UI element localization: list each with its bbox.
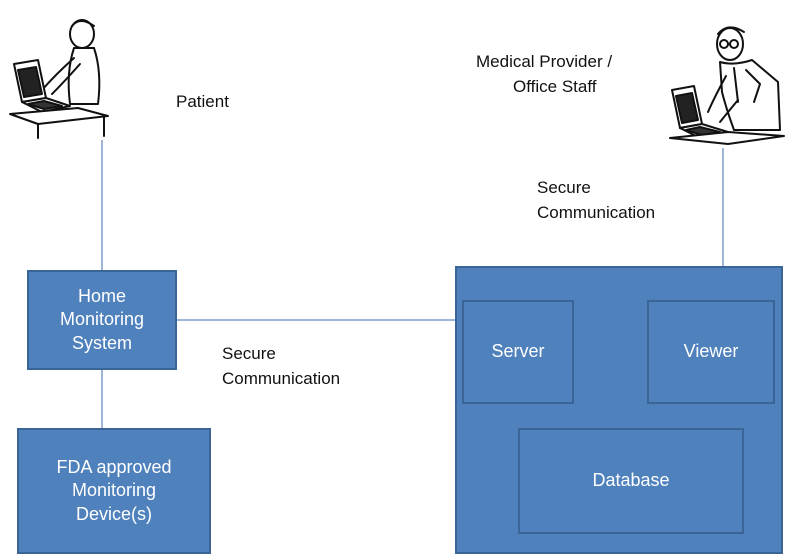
device-line2: Monitoring xyxy=(71,480,157,501)
patient-computer-user-icon xyxy=(9,19,109,139)
viewer-label: Viewer xyxy=(683,341,739,362)
provider-computer-user-icon xyxy=(669,26,785,145)
provider-label-line1: Medical Provider / xyxy=(476,52,613,71)
provider-label-line2: Office Staff xyxy=(513,76,597,96)
secure-label-line1: Secure xyxy=(222,344,276,363)
database-label: Database xyxy=(592,470,670,491)
home-monitoring-line2: Monitoring xyxy=(59,309,145,330)
home-monitoring-line1: Home xyxy=(77,285,126,306)
device-line3: Device(s) xyxy=(75,503,152,524)
secure-communication-label-right: Secure Communication xyxy=(537,176,655,225)
secure-label-line2: Communication xyxy=(537,202,656,222)
secure-label-line1: Secure xyxy=(537,178,591,197)
monitoring-device-box: FDA approved Monitoring Device(s) xyxy=(17,428,211,554)
database-box: Database xyxy=(518,428,744,534)
home-monitoring-line3: System xyxy=(71,332,132,353)
home-monitoring-system-box: Home Monitoring System xyxy=(27,270,177,370)
provider-label: Medical Provider / Office Staff xyxy=(476,50,612,99)
secure-communication-label-left: Secure Communication xyxy=(222,342,340,391)
server-box: Server xyxy=(462,300,574,404)
patient-label: Patient xyxy=(176,92,229,111)
device-line1: FDA approved xyxy=(56,456,172,477)
server-label: Server xyxy=(491,341,545,362)
viewer-box: Viewer xyxy=(647,300,775,404)
secure-label-line2: Communication xyxy=(222,368,341,388)
